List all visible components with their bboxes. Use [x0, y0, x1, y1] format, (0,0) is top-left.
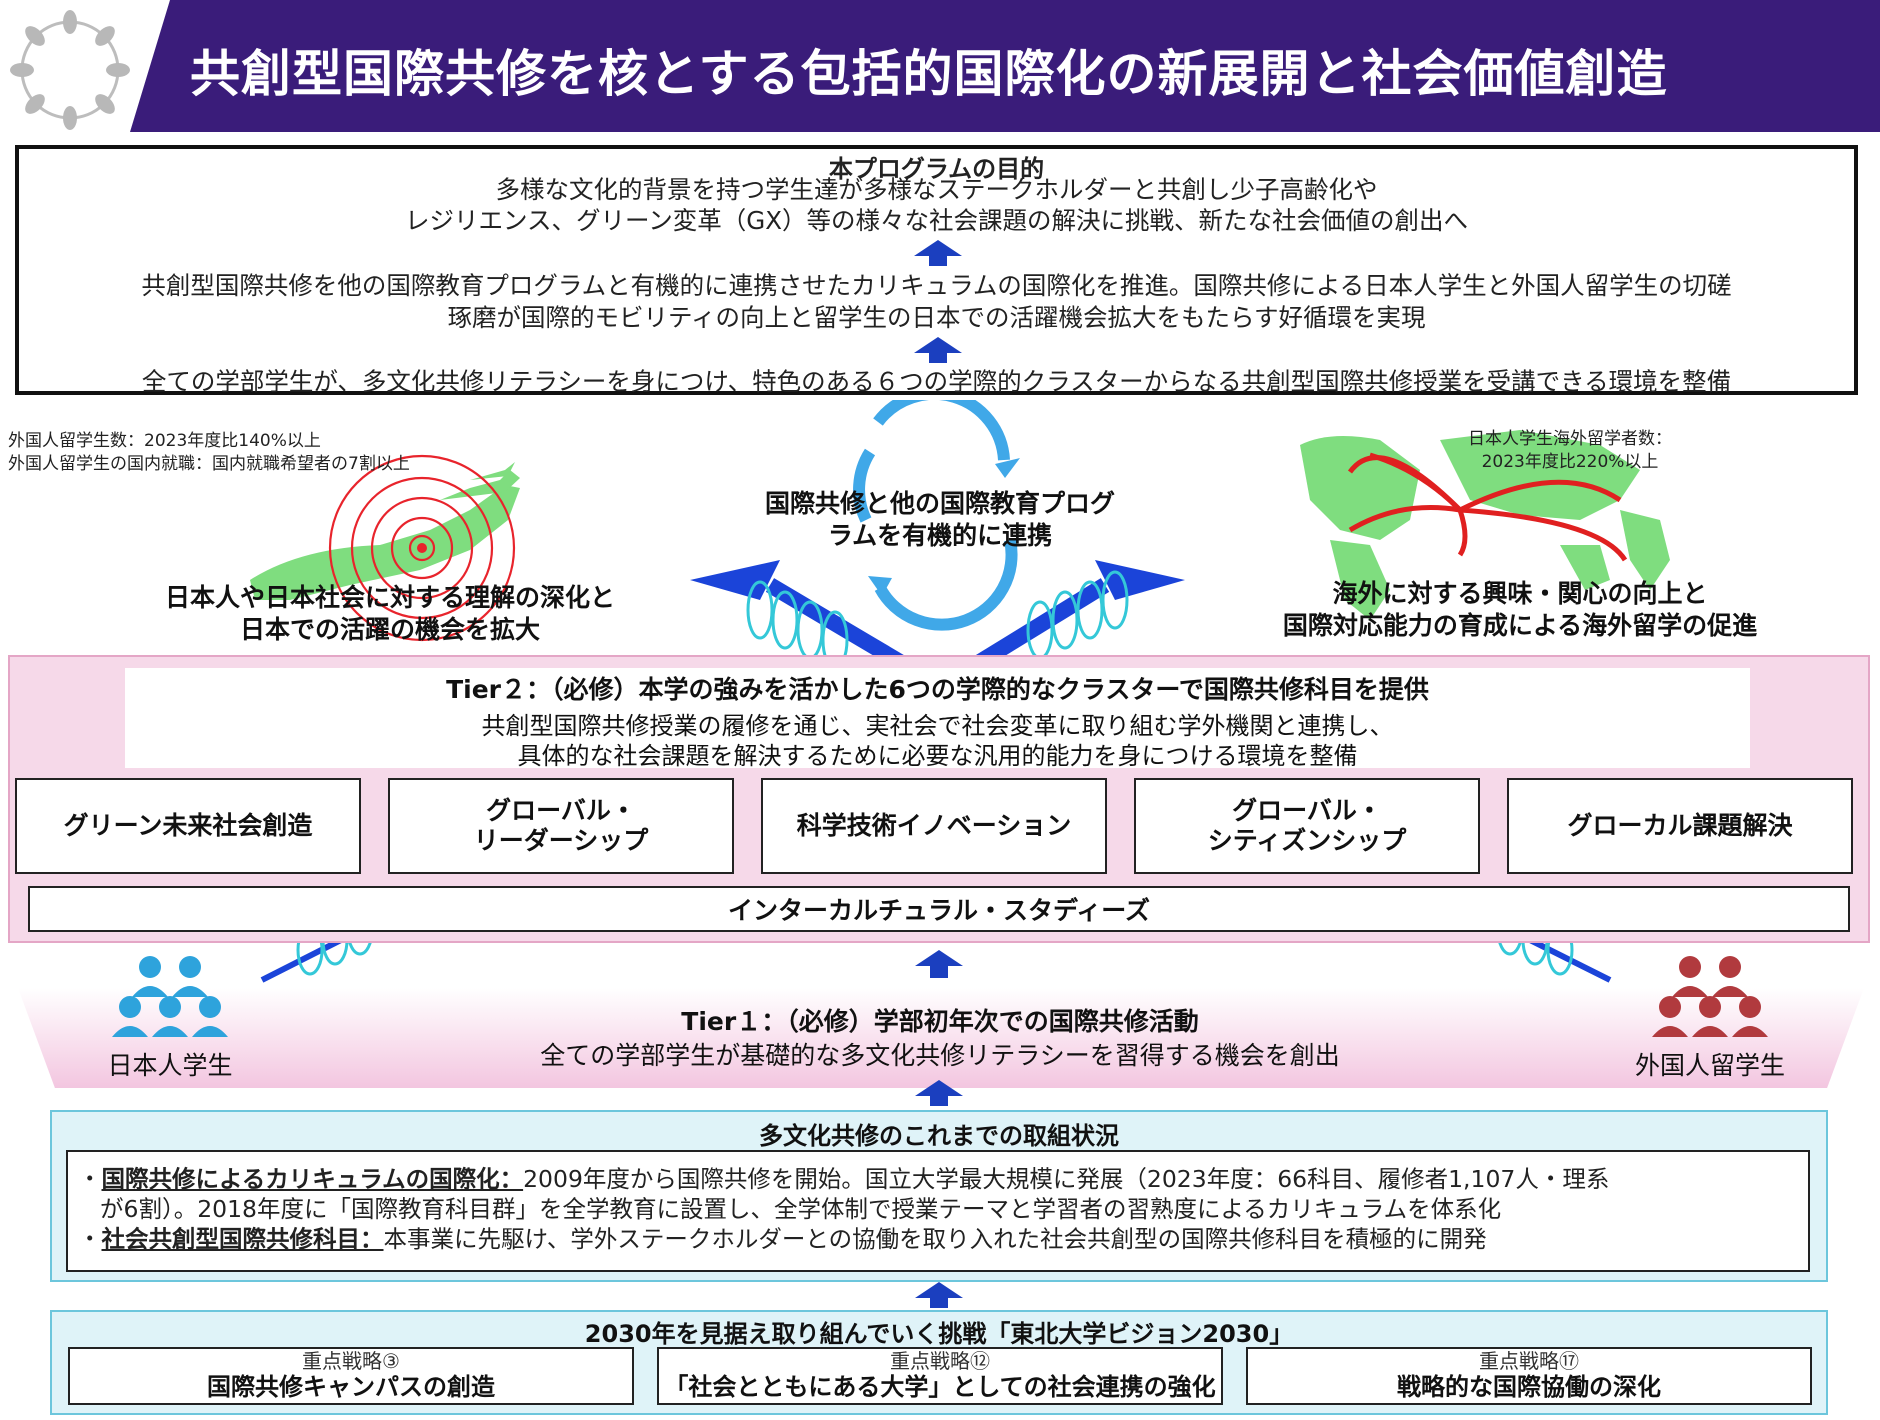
cluster-label: グローバル・ [486, 796, 636, 825]
cycle-arrows-icon [853, 400, 1020, 631]
status-item-1: ・国際共修によるカリキュラムの国際化：2009年度から国際共修を開始。国立大学最… [78, 1164, 1798, 1194]
left-note-1: 外国人留学生数：2023年度比140%以上 [8, 431, 321, 451]
tier2-header [125, 668, 1750, 768]
tier1-desc: 全ての学部学生が基礎的な多文化共修リテラシーを習得する機会を創出 [540, 1041, 1340, 1070]
tier2-title: Tier２：（必修）本学の強みを活かした6つの学際的なクラスターで国際共修科目を… [446, 675, 1429, 704]
status-details [66, 1150, 1810, 1272]
japanese-students-label: 日本人学生 [107, 1051, 233, 1080]
up-arrow-icon [914, 337, 962, 363]
right-goal-line-1: 海外に対する興味・関心の向上と [1332, 579, 1708, 608]
cluster-label: グリーン未来社会創造 [63, 811, 313, 840]
left-goal-line-2: 日本での活躍の機会を拡大 [239, 615, 540, 644]
left-note-2: 外国人留学生の国内就職：国内就職希望者の7割以上 [8, 454, 410, 474]
objective-line-2: レジリエンス、グリーン変革（GX）等の様々な社会課題の解決に挑戦、新たな社会価値… [404, 206, 1469, 235]
objective-line-5: 全ての学部学生が、多文化共修リテラシーを身につけ、特色のある６つの学際的クラスタ… [141, 367, 1732, 396]
objective-box: 本プログラムの目的 多様な文化的背景を持つ学生達が多様なステークホルダーと共創し… [15, 145, 1858, 396]
laurel-logo-icon [10, 10, 130, 130]
tier1-title: Tier１：（必修）学部初年次での国際共修活動 [681, 1007, 1199, 1036]
cluster-science-innovation: 科学技術イノベーション [761, 778, 1107, 874]
radar-circles-icon [328, 454, 516, 642]
up-arrow-icon [915, 1080, 963, 1106]
cluster-label: グローカル課題解決 [1567, 811, 1793, 840]
cluster-global-citizenship: グローバル・シティズンシップ [1134, 778, 1480, 874]
status-item-2-head: 社会共創型国際共修科目： [101, 1225, 384, 1253]
tier2-desc-1: 共創型国際共修授業の履修を通じ、実社会で社会変革に取り組む学外機関と連携し、 [481, 712, 1394, 740]
strategy-17: 重点戦略⑰ 戦略的な国際協働の深化 [1246, 1347, 1812, 1405]
right-goal-line-2: 国際対応能力の育成による海外留学の促進 [1282, 611, 1758, 640]
strategy-name: 「社会とともにある大学」としての社会連携の強化 [664, 1373, 1216, 1401]
right-note-2: 2023年度比220%以上 [1481, 452, 1659, 472]
cluster-green-future: グリーン未来社会創造 [15, 778, 361, 874]
right-note-1: 日本人学生海外留学者数： [1468, 429, 1672, 449]
up-arrow-icon [915, 1282, 963, 1308]
bullet: ・ [78, 1225, 102, 1253]
status-item-1-cont: が6割）。2018年度に「国際教育科目群」を全学教育に設置し、全学体制で授業テー… [100, 1195, 1502, 1223]
title-banner [130, 0, 1880, 132]
strategy-3: 重点戦略③ 国際共修キャンパスの創造 [68, 1347, 634, 1405]
outbound-arrows-icon [1347, 452, 1628, 562]
strategy-name: 戦略的な国際協働の深化 [1397, 1373, 1661, 1401]
center-caption-line-2: ラムを有機的に連携 [827, 521, 1053, 550]
cluster-global-leadership: グローバル・リーダーシップ [388, 778, 734, 874]
cluster-glocal-issues: グローカル課題解決 [1507, 778, 1853, 874]
strategy-label: 重点戦略⑰ [1479, 1349, 1579, 1373]
international-students-label: 外国人留学生 [1634, 1051, 1785, 1080]
up-arrow-icon [914, 240, 962, 266]
international-students-icon [1652, 956, 1768, 1037]
page-title: 共創型国際共修を核とする包括的国際化の新展開と社会価値創造 [190, 45, 1668, 103]
objective-line-1: 多様な文化的背景を持つ学生達が多様なステークホルダーと共創し少子高齢化や [495, 175, 1378, 204]
tier1-panel [18, 988, 1864, 1088]
tier2-desc-2: 具体的な社会課題を解決するために必要な汎用的能力を身につける環境を整備 [517, 742, 1358, 770]
up-arrow-icon [915, 950, 963, 978]
strategy-12: 重点戦略⑫ 「社会とともにある大学」としての社会連携の強化 [657, 1347, 1223, 1405]
vision-heading: 2030年を見据え取り組んでいく挑戦「東北大学ビジョン2030」 [584, 1320, 1294, 1348]
objective-heading: 本プログラムの目的 [828, 155, 1045, 183]
status-heading: 多文化共修のこれまでの取組状況 [759, 1122, 1119, 1150]
strategy-label: 重点戦略③ [302, 1349, 400, 1373]
status-item-1-text: 2009年度から国際共修を開始。国立大学最大規模に発展（2023年度：66科目、… [523, 1165, 1610, 1193]
cluster-label-2: リーダーシップ [473, 826, 649, 855]
objective-line-4: 琢磨が国際的モビリティの向上と留学生の日本での活躍機会拡大をもたらす好循環を実現 [447, 303, 1426, 332]
cluster-label-2: シティズンシップ [1207, 826, 1407, 855]
objective-line-3: 共創型国際共修を他の国際教育プログラムと有機的に連携させたカリキュラムの国際化を… [141, 271, 1732, 300]
japan-map-icon [250, 462, 520, 600]
bullet: ・ [78, 1165, 102, 1193]
left-goal-line-1: 日本人や日本社会に対する理解の深化と [164, 583, 615, 612]
cluster-label: 科学技術イノベーション [796, 811, 1072, 840]
japanese-students-icon [112, 956, 228, 1037]
status-item-2: ・社会共創型国際共修科目：本事業に先駆け、学外ステークホルダーとの協働を取り入れ… [78, 1224, 1798, 1254]
strategy-label: 重点戦略⑫ [890, 1349, 990, 1373]
status-item-2-text: 本事業に先駆け、学外ステークホルダーとの協働を取り入れた社会共創型の国際共修科目… [383, 1225, 1487, 1253]
strategy-name: 国際共修キャンパスの創造 [207, 1373, 495, 1401]
cluster-label: グローバル・ [1232, 796, 1382, 825]
intercultural-studies-base: インターカルチュラル・スタディーズ [28, 886, 1850, 932]
center-caption-line-1: 国際共修と他の国際教育プログ [764, 489, 1115, 518]
status-item-1-head: 国際共修によるカリキュラムの国際化： [101, 1165, 524, 1193]
